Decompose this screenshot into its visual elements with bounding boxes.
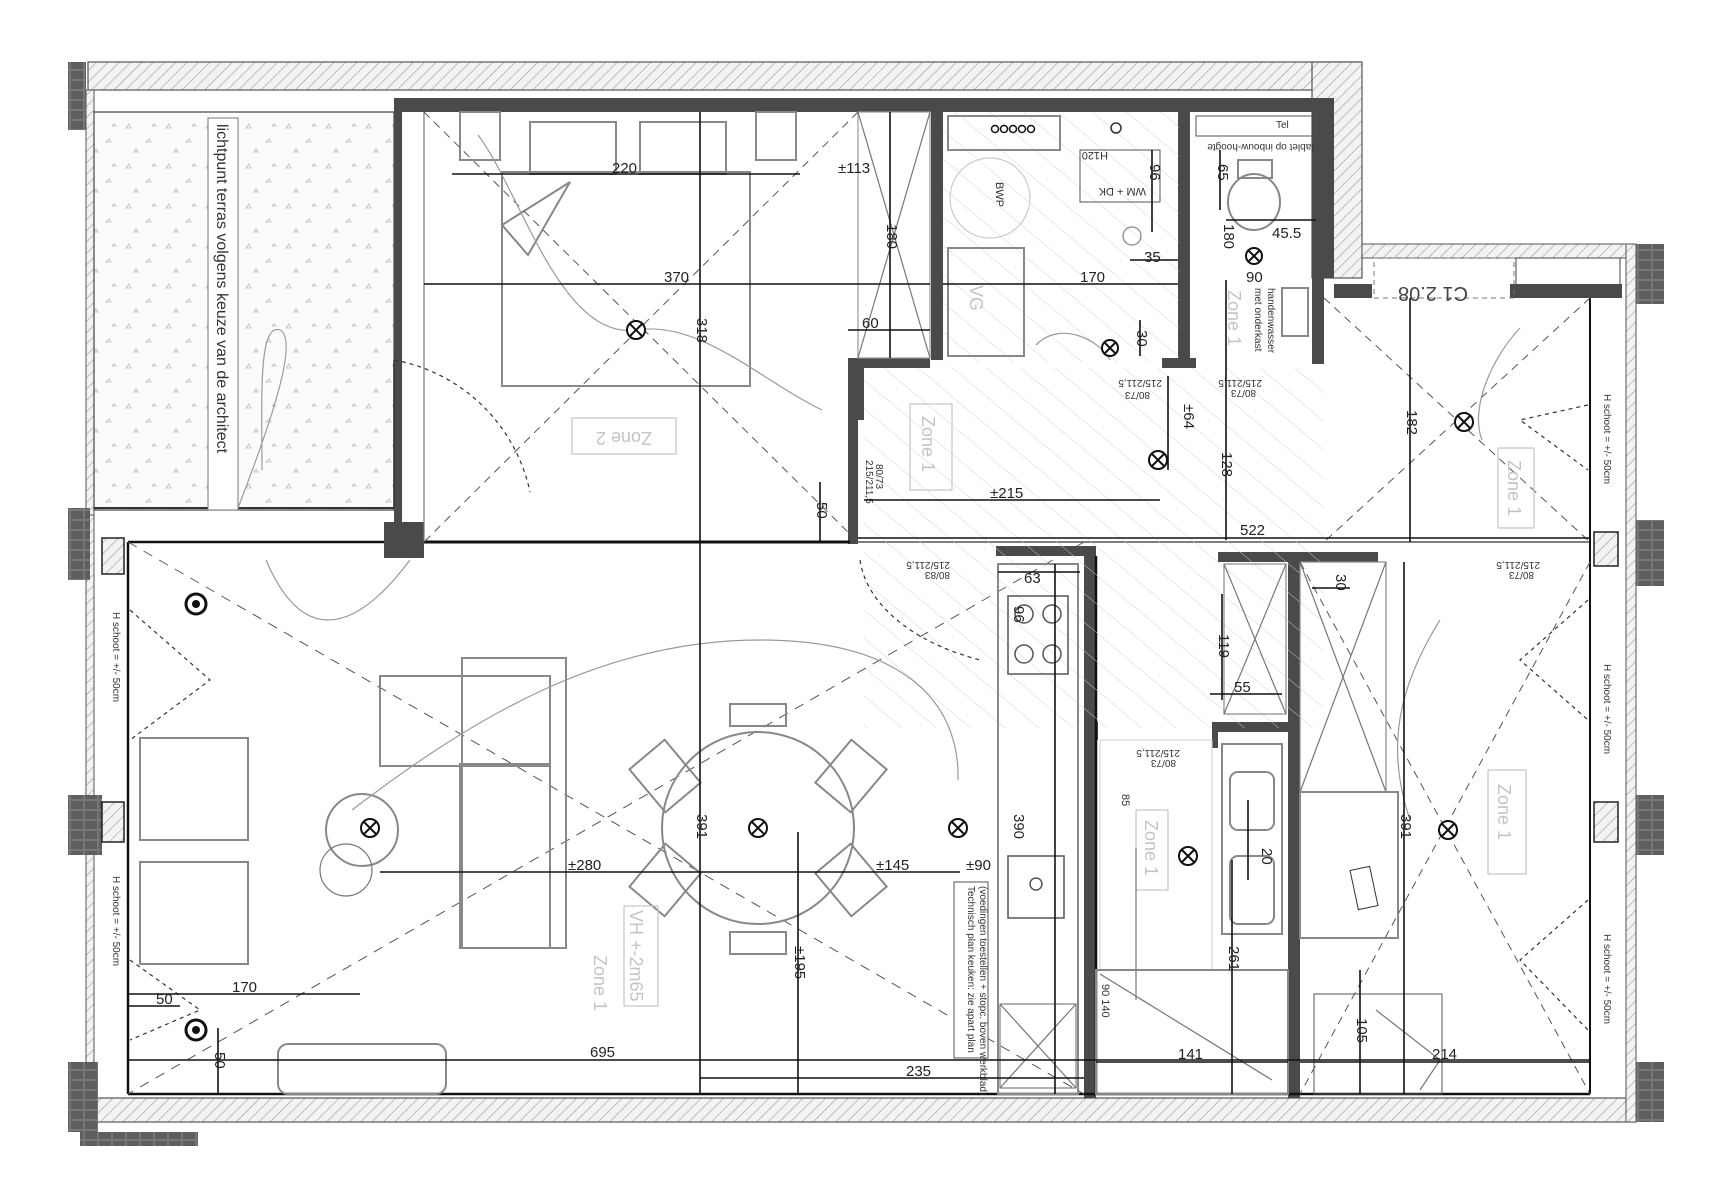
sill-height-note-1: H schoot = +/- 50cm bbox=[110, 612, 121, 702]
dim-318: 318 bbox=[693, 318, 710, 343]
dim-113: ±113 bbox=[838, 160, 870, 177]
kitchen-plan-note-2: (voedingen toestellen + stopc. boven wer… bbox=[977, 886, 988, 1095]
dim-85: 85 bbox=[1119, 794, 1131, 806]
ceiling-height-note: VH +-2m65 bbox=[626, 910, 646, 1002]
dim-50c: 50 bbox=[211, 1052, 228, 1069]
bath-zone1-label: Zone 1 bbox=[1141, 820, 1161, 876]
room-3: Zone 1 bbox=[1299, 561, 1591, 1095]
sill-height-note-4: H schoot = +/- 50cm bbox=[1601, 664, 1612, 754]
dim-195: ±195 bbox=[791, 946, 808, 979]
dim-128: 128 bbox=[1218, 452, 1235, 477]
dim-45-5: 45.5 bbox=[1272, 225, 1301, 242]
dim-96: 96 bbox=[1146, 164, 1163, 181]
dim-96b: 96 bbox=[1010, 606, 1027, 623]
wc: tablet op inbouw-hoogte Tel handenwasser… bbox=[1195, 115, 1317, 354]
dim-214: 214 bbox=[1432, 1046, 1457, 1063]
sill-height-note-3: H schoot = +/- 50cm bbox=[1601, 394, 1612, 484]
dim-390: 390 bbox=[1010, 814, 1027, 839]
door-label-2: 80/73 bbox=[1125, 389, 1150, 400]
dim-391a: 391 bbox=[693, 814, 710, 839]
kitchen-plan-note: Technisch plan keuken: zie apart plan bbox=[965, 886, 976, 1053]
door-label-6: 80/73 bbox=[1509, 569, 1534, 580]
dim-522: 522 bbox=[1240, 522, 1265, 539]
dim-90-140: 90 140 bbox=[1099, 984, 1111, 1018]
dim-55: 55 bbox=[1234, 679, 1251, 696]
dim-220: 220 bbox=[612, 160, 637, 177]
dim-64: ±64 bbox=[1180, 404, 1197, 429]
cellar-area: C1 2.08 bbox=[1373, 257, 1515, 304]
door-label-1b: 215/211,5 bbox=[863, 460, 874, 504]
dim-141: 141 bbox=[1178, 1046, 1203, 1063]
kitchen: Technisch plan keuken: zie apart plan (v… bbox=[953, 563, 1079, 1095]
zone2-label: Zone 2 bbox=[596, 428, 652, 448]
terrace-light-note: lichtpunt terras volgens keuze van de ar… bbox=[213, 124, 230, 454]
hallway-zone1-area bbox=[864, 368, 1324, 728]
toilet-tel-label: Tel bbox=[1276, 120, 1289, 131]
dim-215: ±215 bbox=[990, 485, 1023, 502]
dim-50b: 50 bbox=[156, 991, 173, 1008]
wm-dk-label: WM + DK bbox=[1098, 185, 1146, 197]
dim-280: ±280 bbox=[568, 857, 601, 874]
dim-261: 261 bbox=[1225, 946, 1242, 971]
dim-180a: 180 bbox=[883, 224, 900, 249]
dim-170b: 170 bbox=[232, 979, 257, 996]
cellar-label: C1 2.08 bbox=[1398, 282, 1468, 304]
sill-height-note-2: H schoot = +/- 50cm bbox=[110, 876, 121, 966]
living-zone1-label: Zone 1 bbox=[590, 955, 610, 1011]
terrace: lichtpunt terras volgens keuze van de ar… bbox=[93, 111, 395, 511]
h120-label: H120 bbox=[1082, 149, 1108, 161]
toilet-block-note: tablet op inbouw-hoogte bbox=[1207, 141, 1314, 152]
dim-370: 370 bbox=[664, 269, 689, 286]
dim-170a: 170 bbox=[1080, 269, 1105, 286]
spotlights-row bbox=[990, 124, 1036, 134]
wc-zone1-label: Zone 1 bbox=[1224, 290, 1244, 346]
dim-90b: ±90 bbox=[966, 857, 991, 874]
door-label-2b: 215/211,5 bbox=[1118, 377, 1162, 388]
dim-60: 60 bbox=[862, 315, 879, 332]
dim-695: 695 bbox=[590, 1044, 615, 1061]
door-label-4b: 215/211,5 bbox=[906, 559, 950, 570]
vg-label: VG bbox=[966, 285, 986, 311]
bathroom: VG BWP WM + DK H120 bbox=[947, 115, 1161, 361]
handwash-note-2: met onderkast bbox=[1252, 288, 1263, 352]
dim-235: 235 bbox=[906, 1063, 931, 1080]
light-points bbox=[184, 247, 1474, 1042]
dim-391b: 391 bbox=[1397, 814, 1414, 839]
dim-30a: 30 bbox=[1133, 330, 1150, 347]
dim-182: 182 bbox=[1403, 410, 1420, 435]
dim-65: 65 bbox=[1214, 164, 1231, 181]
bedroom-2: Zone 1 bbox=[1323, 297, 1591, 543]
dim-20: 20 bbox=[1258, 848, 1275, 865]
dim-35: 35 bbox=[1144, 249, 1161, 266]
handwash-note: handenwasser bbox=[1265, 288, 1276, 354]
dim-180b: 180 bbox=[1220, 224, 1237, 249]
door-label-6b: 215/211,5 bbox=[1496, 559, 1540, 570]
door-label-3: 80/73 bbox=[1231, 387, 1256, 398]
door-label-5b: 215/211,5 bbox=[1136, 747, 1180, 758]
dimension-lines bbox=[128, 112, 1590, 1094]
door-label-5: 80/73 bbox=[1151, 757, 1176, 768]
storage-bath: Zone 1 bbox=[1095, 563, 1289, 1095]
living-dining: Zone 1 VH +-2m65 bbox=[127, 541, 1085, 1095]
dim-30b: 30 bbox=[1332, 574, 1349, 591]
dim-105: 105 bbox=[1353, 1018, 1370, 1043]
dimension-texts: 220 ±113 370 318 180 60 170 96 35 30 65 … bbox=[156, 160, 1457, 1080]
door-label-1: 80/73 bbox=[873, 464, 884, 489]
sill-height-note-5: H schoot = +/- 50cm bbox=[1601, 934, 1612, 1024]
dim-50a: 50 bbox=[813, 502, 830, 519]
hall-zone1-label: Zone 1 bbox=[918, 416, 938, 472]
door-label-3b: 215/211,5 bbox=[1218, 377, 1262, 388]
dim-119: 119 bbox=[1215, 634, 1232, 658]
room3-zone1-label: Zone 1 bbox=[1494, 784, 1514, 840]
dim-90a: 90 bbox=[1246, 269, 1263, 286]
dim-63: 63 bbox=[1024, 570, 1041, 587]
bwp-label: BWP bbox=[993, 182, 1005, 207]
dim-145: ±145 bbox=[876, 857, 909, 874]
zone1-label-bedroom2: Zone 1 bbox=[1504, 460, 1524, 516]
door-label-4: 80/83 bbox=[925, 569, 950, 580]
